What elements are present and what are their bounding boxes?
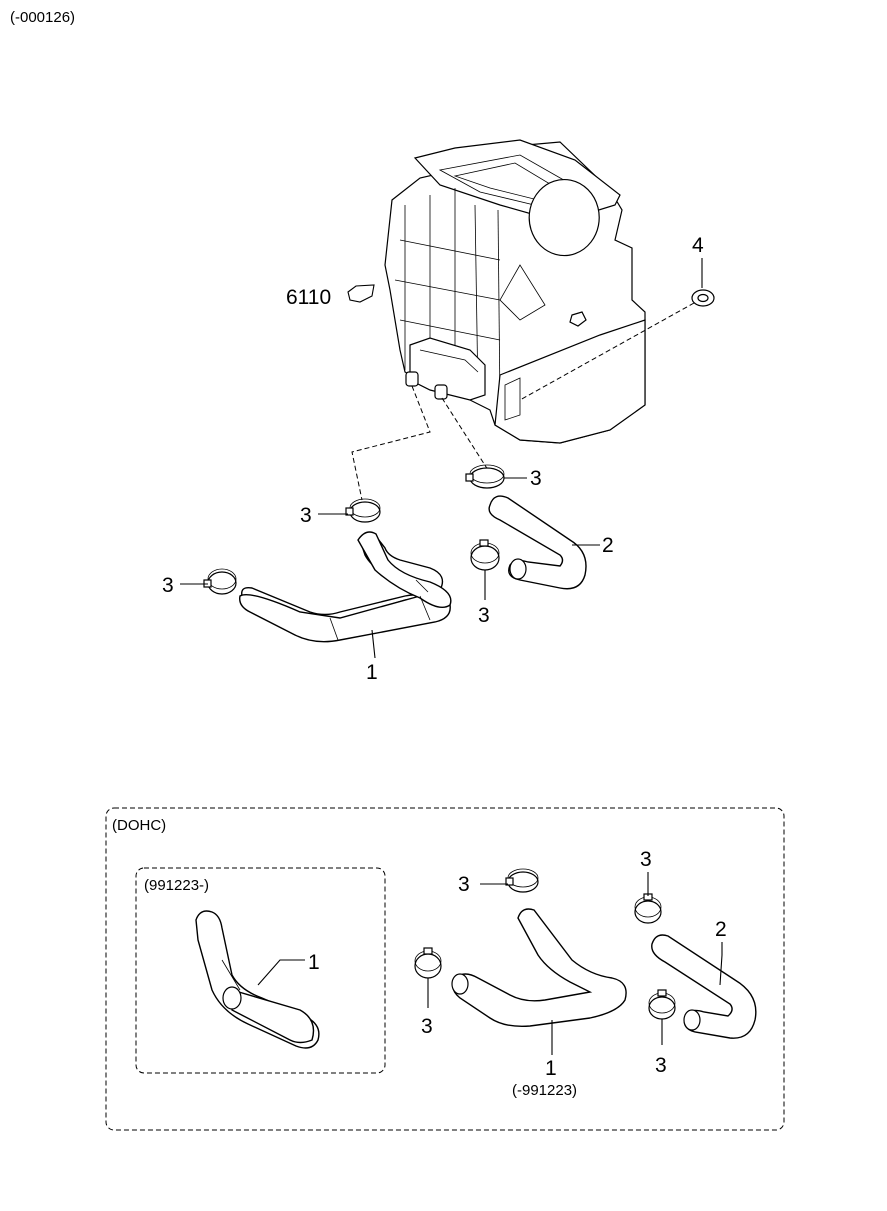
dohc-callout-clamp-left: 3 bbox=[421, 1015, 433, 1038]
callout-hose-inlet: 1 bbox=[366, 661, 378, 684]
clamp-left bbox=[203, 568, 237, 595]
hose-outlet bbox=[488, 495, 587, 590]
dohc-hose-inlet-note: (-991223) bbox=[512, 1082, 577, 1099]
callout-clamp-mid: 3 bbox=[478, 604, 490, 627]
callout-clamp-upper-left: 3 bbox=[300, 504, 312, 527]
dohc-callout-hose-outlet: 2 bbox=[715, 918, 727, 941]
callout-hose-outlet: 2 bbox=[602, 534, 614, 557]
clamp-upper-right bbox=[465, 464, 505, 489]
inset-callout-hose: 1 bbox=[308, 951, 320, 974]
clamp-upper-left bbox=[345, 498, 381, 523]
callout-grommet: 4 bbox=[692, 234, 704, 257]
dohc-inset-frame bbox=[135, 867, 386, 1074]
dohc-hose-inlet bbox=[452, 908, 627, 1028]
dohc-inset-title: (991223-) bbox=[144, 877, 209, 894]
clamp-mid bbox=[470, 539, 500, 571]
dohc-hose-outlet bbox=[651, 934, 757, 1039]
dohc-callout-clamp-right-top: 3 bbox=[640, 848, 652, 871]
grommet-part bbox=[691, 289, 715, 307]
dohc-clamp-right-bottom bbox=[648, 989, 676, 1020]
range-note: (-000126) bbox=[10, 9, 75, 26]
dohc-clamp-right-top bbox=[634, 893, 662, 924]
callout-heater-unit-ref: 6110 bbox=[286, 286, 331, 309]
ref-arrow-icon bbox=[347, 284, 375, 303]
dohc-section-frame bbox=[105, 807, 785, 1131]
callout-clamp-upper-right: 3 bbox=[530, 467, 542, 490]
heater-unit bbox=[384, 139, 646, 444]
dohc-section-title: (DOHC) bbox=[112, 817, 166, 834]
dohc-callout-clamp-top: 3 bbox=[458, 873, 470, 896]
dohc-clamp-left bbox=[414, 947, 442, 979]
callout-clamp-left: 3 bbox=[162, 574, 174, 597]
dohc-callout-hose-inlet: 1 bbox=[545, 1057, 557, 1080]
dohc-callout-clamp-right-bottom: 3 bbox=[655, 1054, 667, 1077]
dohc-clamp-top bbox=[505, 868, 539, 893]
